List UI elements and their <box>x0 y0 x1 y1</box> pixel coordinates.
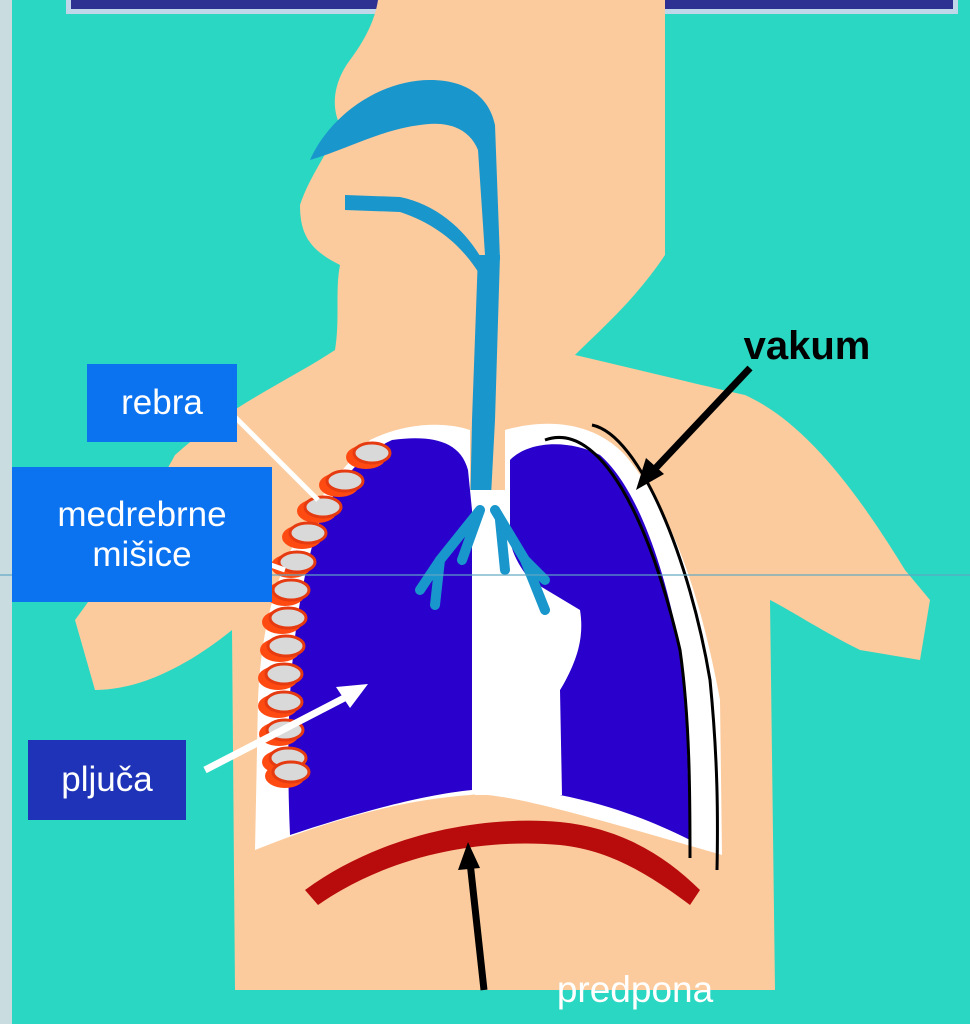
rib <box>268 636 304 656</box>
label-predpona: predpona <box>515 965 755 1015</box>
rib <box>354 443 390 463</box>
rib <box>273 580 309 600</box>
label-rebra-text: rebra <box>121 383 203 423</box>
rib <box>273 762 309 782</box>
label-medrebrne-misice: medrebrne mišice <box>12 467 272 602</box>
rib <box>290 523 326 543</box>
rib <box>305 497 341 517</box>
rib <box>327 471 363 491</box>
label-medrebrne-line1: medrebrne <box>57 495 226 535</box>
label-vakum-text: vakum <box>744 326 871 366</box>
rib <box>270 608 306 628</box>
label-rebra: rebra <box>87 364 237 442</box>
label-vakum: vakum <box>722 316 892 376</box>
rib <box>266 692 302 712</box>
rib <box>266 664 302 684</box>
label-predpona-text: predpona <box>557 970 713 1010</box>
label-pljuca-text: pljuča <box>61 760 152 800</box>
label-medrebrne-line2: mišice <box>92 535 191 575</box>
label-pljuca: pljuča <box>28 740 186 820</box>
